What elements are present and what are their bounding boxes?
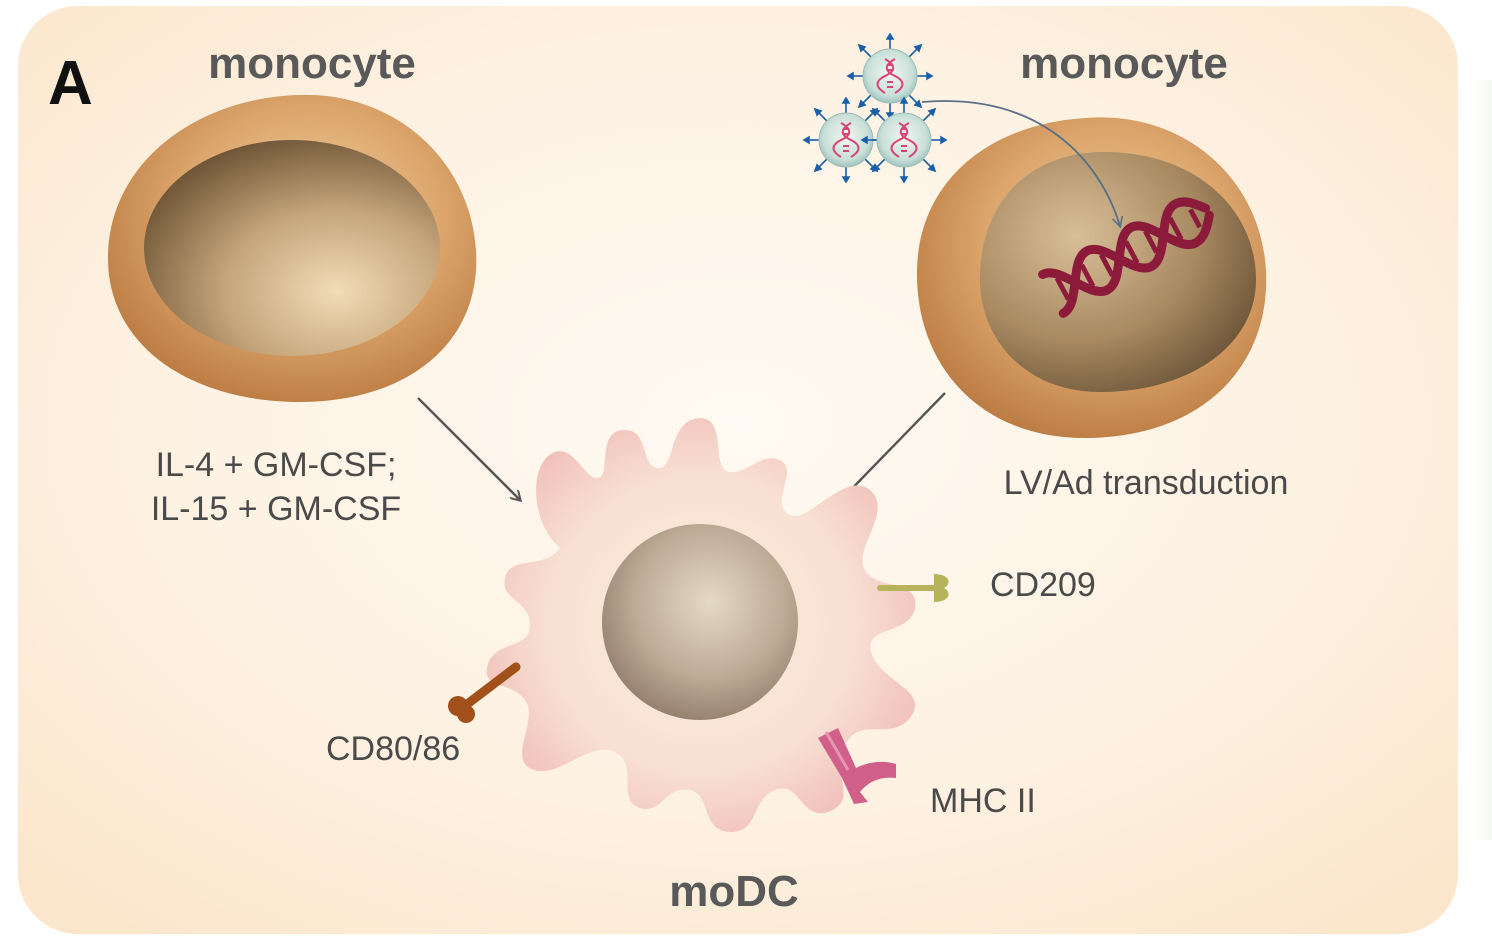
adjacent-panel-edge	[1470, 80, 1492, 840]
condition-line-1: IL-4 + GM-CSF;	[156, 446, 397, 484]
panel-letter: A	[48, 49, 93, 118]
dna-helix-icon	[1038, 197, 1214, 318]
monocyte-left-nucleus	[144, 140, 440, 356]
cd80-86-label: CD80/86	[326, 730, 460, 768]
viral-vector-icon	[861, 97, 947, 183]
receptor-icon	[877, 574, 949, 602]
viral-vector-icon	[847, 33, 933, 119]
modc-label: moDC	[669, 867, 799, 916]
mhc2-label: MHC II	[930, 782, 1036, 820]
modc-nucleus	[602, 524, 798, 720]
modc-cell	[486, 418, 916, 832]
condition-line-2: IL-15 + GM-CSF	[151, 490, 401, 528]
transduction-label: LV/Ad transduction	[1004, 464, 1289, 502]
receptor-icon	[448, 662, 521, 723]
cd209-label: CD209	[990, 566, 1096, 604]
transduction-arrow	[921, 100, 1120, 226]
arrow-icon	[417, 397, 520, 500]
receptor-icon	[818, 728, 896, 804]
monocyte-left-cell	[107, 94, 477, 402]
monocyte-right-label: monocyte	[1020, 39, 1228, 88]
monocyte-left-label: monocyte	[208, 39, 416, 88]
monocyte-right-cell	[916, 117, 1267, 439]
